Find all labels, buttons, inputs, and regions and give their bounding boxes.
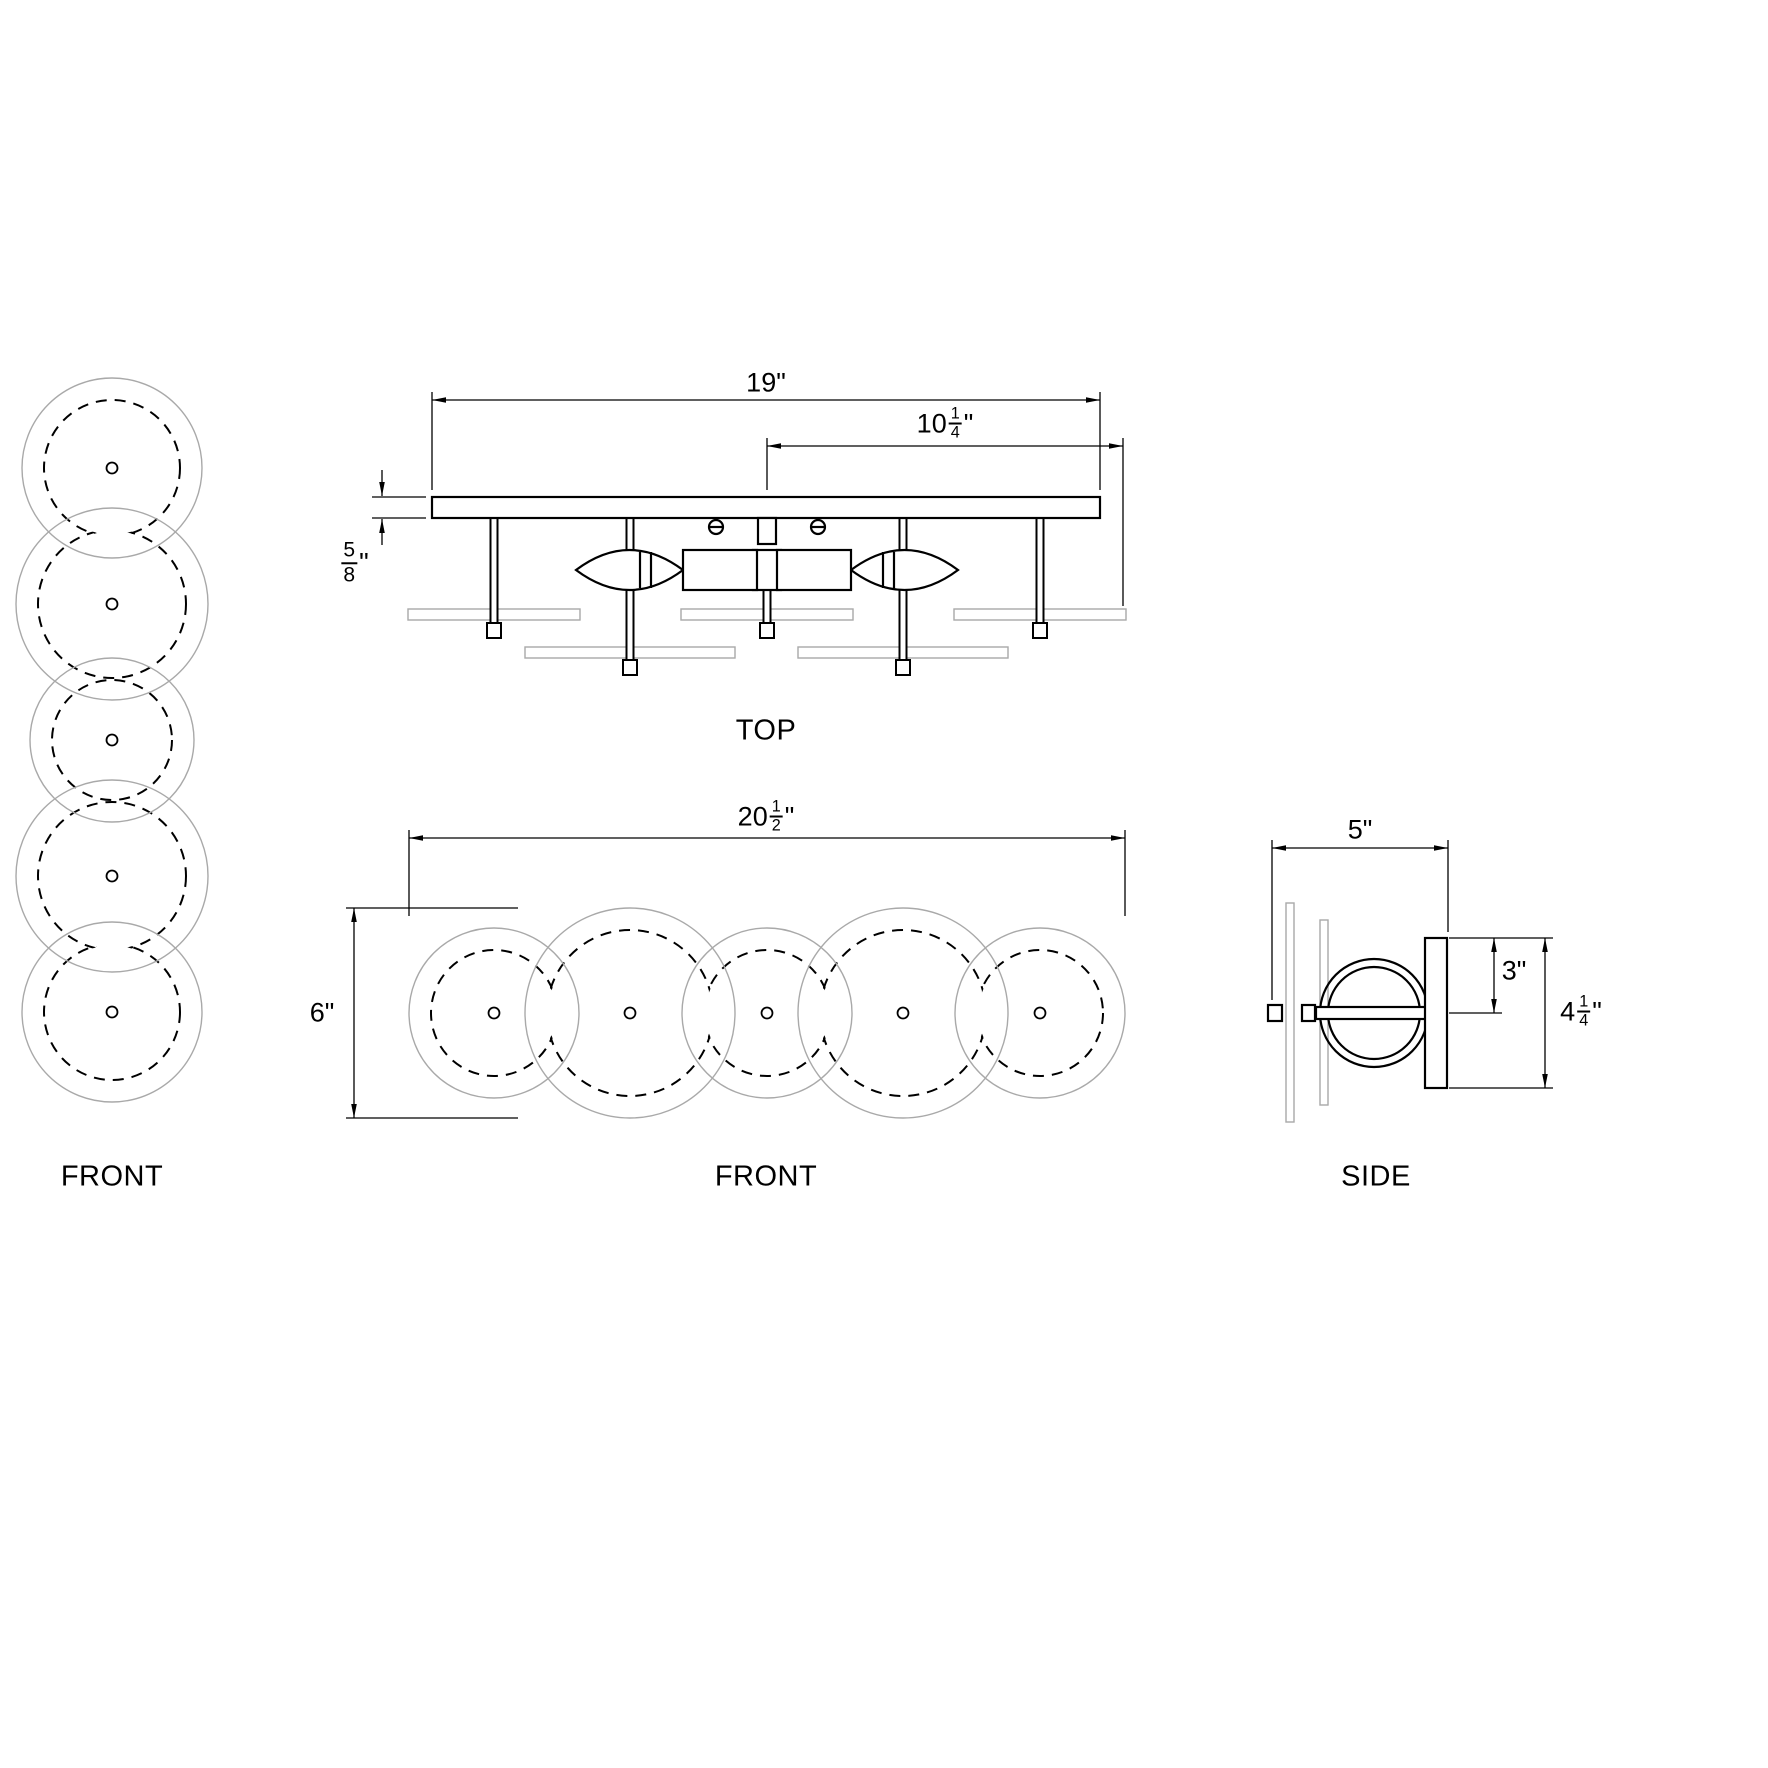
dim-value: 20: [737, 801, 768, 832]
fraction-denominator: 8: [343, 563, 356, 586]
candle-bulb: [574, 548, 685, 592]
side-view: [1266, 902, 1449, 1123]
stem-foot: [622, 659, 638, 676]
dimension-10-1-4in: [766, 438, 1124, 606]
dimension-20-1-2in: [408, 830, 1126, 916]
diffuser-dashed-outline: [43, 399, 181, 537]
dim-label-side-top-to-center: 3": [1502, 956, 1527, 987]
dimension-5-8in: [372, 470, 426, 545]
dim-value: 6: [309, 997, 325, 1028]
dimension-5in: [1271, 840, 1449, 1000]
mounting-hole: [896, 1006, 910, 1020]
stem: [762, 589, 772, 624]
diffuser-dashed-outline: [43, 943, 181, 1081]
fraction-denominator: 2: [771, 817, 781, 835]
glass-disk-outline: [29, 657, 195, 823]
lamp-socket: [775, 548, 853, 592]
mounting-hole: [105, 461, 119, 475]
stem-foot: [1032, 622, 1048, 639]
glass-disk-outline: [524, 907, 736, 1119]
dimension-19in: [431, 392, 1101, 490]
bulb-tip: [1300, 1003, 1317, 1023]
fraction-numerator: 1: [1577, 993, 1591, 1013]
glass-disk-outline: [797, 907, 1009, 1119]
candle-bulb: [849, 548, 960, 592]
stem: [489, 517, 499, 624]
glass-disk-outline: [21, 377, 203, 559]
dimension-3in: [1449, 937, 1553, 1014]
stem-foot: [486, 622, 502, 639]
view-label-front-horizontal: FRONT: [714, 1160, 818, 1193]
glass-disk-edge: [1285, 902, 1295, 1123]
dim-unit: ": [1592, 996, 1602, 1027]
dim-unit: ": [776, 367, 786, 398]
mounting-hole: [105, 1005, 119, 1019]
stem-foot: [895, 659, 911, 676]
dimension-4-1-4in: [1449, 938, 1553, 1089]
glass-disk-outline: [15, 507, 209, 701]
mounting-hole: [105, 869, 119, 883]
bulb-tip: [1266, 1003, 1284, 1023]
stem: [1035, 517, 1045, 624]
view-label-side: SIDE: [1341, 1160, 1411, 1193]
dim-value: 19: [746, 367, 777, 398]
dim-label-front-glass-height: 6": [310, 998, 335, 1029]
fraction-numerator: 1: [948, 405, 962, 425]
fraction-denominator: 4: [950, 424, 960, 442]
mounting-hole: [105, 597, 119, 611]
glass-disk-outline: [954, 927, 1126, 1099]
stem-foot: [759, 622, 775, 639]
fraction-numerator: 1: [769, 798, 783, 818]
dim-value: 10: [916, 408, 947, 439]
mounting-arm: [1314, 1005, 1430, 1021]
diffuser-dashed-outline: [51, 679, 173, 801]
mounting-hole: [760, 1006, 774, 1020]
front-view-vertical: [15, 377, 209, 1103]
fraction-numerator: 5: [341, 539, 358, 564]
dim-value: 4: [1560, 996, 1576, 1027]
view-label-front-vertical: FRONT: [60, 1160, 164, 1193]
dim-value: 5: [1347, 814, 1363, 845]
mounting-hole: [1033, 1006, 1047, 1020]
dim-unit: ": [1516, 955, 1527, 986]
front-view-horizontal: [408, 907, 1126, 1119]
dim-unit: ": [963, 408, 974, 439]
glass-disk-outline: [408, 927, 580, 1099]
top-view: [407, 495, 1127, 676]
dim-label-side-overall-depth: 5": [1348, 815, 1373, 846]
center-post: [756, 516, 778, 546]
glass-disk-outline: [21, 921, 203, 1103]
glass-disk-outline: [15, 779, 209, 973]
mounting-hole: [487, 1006, 501, 1020]
dim-label-top-overall-width: 19": [746, 368, 786, 399]
dimension-6in: [346, 907, 518, 1119]
dim-unit: ": [324, 997, 335, 1028]
lamp-socket: [681, 548, 759, 592]
canopy-bar: [430, 495, 1102, 520]
backplate: [1423, 936, 1449, 1090]
view-label-top: TOP: [735, 714, 797, 747]
glass-disk-outline: [681, 927, 853, 1099]
dim-unit: ": [784, 801, 795, 832]
mounting-hole: [105, 733, 119, 747]
dim-value: 3: [1501, 955, 1517, 986]
dim-unit: ": [359, 547, 369, 578]
fraction-denominator: 4: [1579, 1012, 1589, 1030]
dim-unit: ": [1362, 814, 1373, 845]
mounting-hole: [623, 1006, 637, 1020]
